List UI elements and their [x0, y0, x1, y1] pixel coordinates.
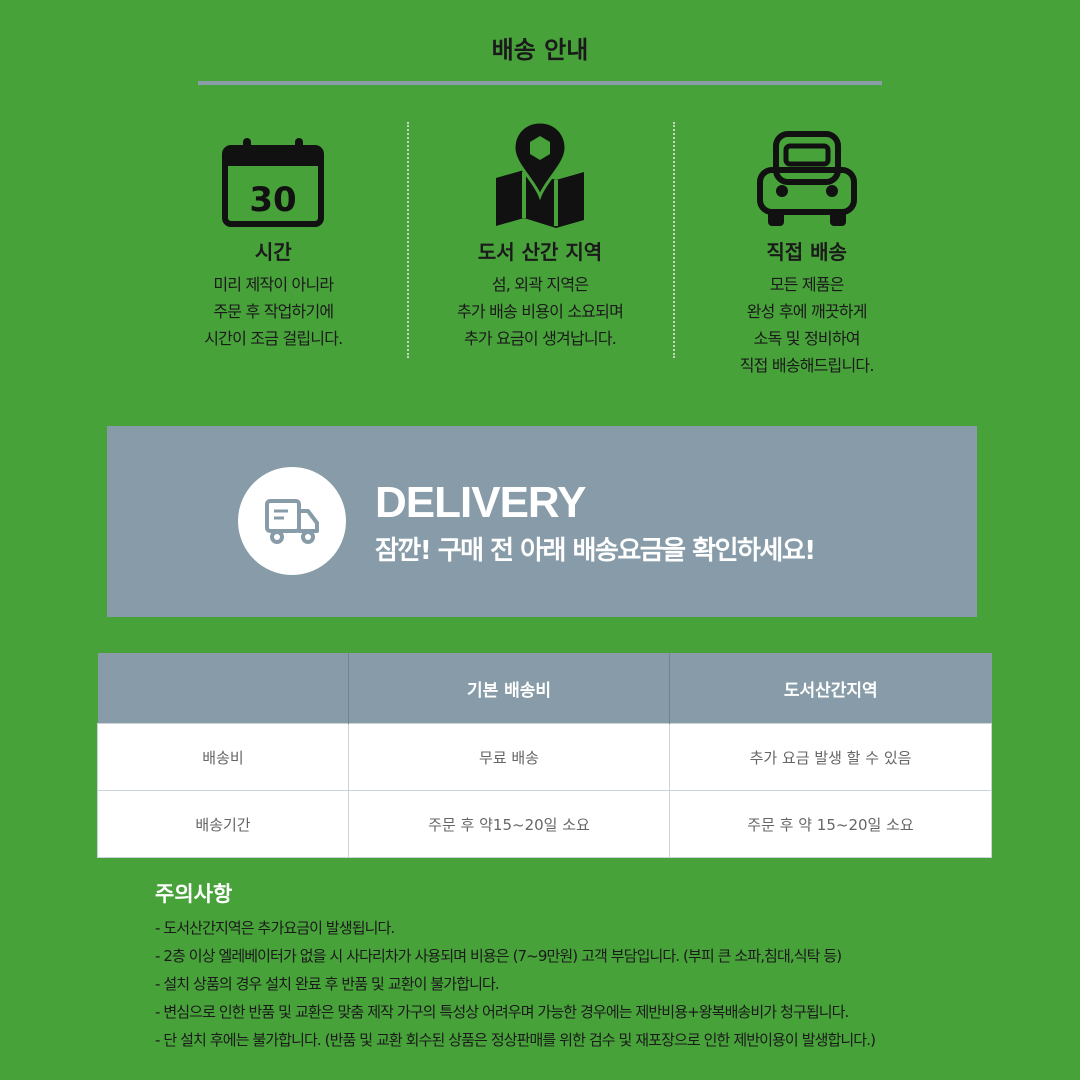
shipping-table: 기본 배송비 도서산간지역 배송비 무료 배송 추가 요금 발생 할 수 있음 …	[97, 653, 992, 858]
feature-remote-area-line: 추가 배송 비용이 소요되며	[457, 302, 624, 321]
feature-time-line: 미리 제작이 아니라	[213, 275, 334, 294]
table-cell: 배송기간	[97, 790, 349, 858]
calendar-day: 30	[250, 180, 297, 220]
title-divider	[198, 81, 882, 85]
table-header-row: 기본 배송비 도서산간지역	[97, 653, 992, 724]
note-item: - 설치 상품의 경우 설치 완료 후 반품 및 교환이 불가합니다.	[155, 975, 500, 993]
feature-time: 30 시간 미리 제작이 아니라 주문 후 작업하기에 시간이 조금 걸립니다.	[140, 110, 407, 390]
feature-remote-area-line: 추가 요금이 생겨납니다.	[463, 329, 617, 348]
note-item: - 도서산간지역은 추가요금이 발생됩니다.	[155, 919, 395, 937]
feature-direct-delivery-line: 소독 및 정비하여	[753, 329, 861, 348]
table-cell: 배송비	[97, 723, 349, 791]
feature-time-line: 시간이 조금 걸립니다.	[204, 329, 343, 348]
feature-time-title: 시간	[254, 240, 292, 264]
notes-title: 주의사항	[155, 882, 233, 906]
car-icon	[673, 110, 940, 228]
banner-subtitle: 잠깐! 구매 전 아래 배송요금을 확인하세요!	[375, 536, 816, 566]
feature-remote-area-line: 섬, 외곽 지역은	[491, 275, 589, 294]
feature-direct-delivery-line: 모든 제품은	[769, 275, 845, 294]
map-pin-icon	[407, 110, 674, 228]
table-cell: 주문 후 약15~20일 소요	[348, 790, 670, 858]
table-header-cell: 도서산간지역	[669, 653, 992, 724]
feature-direct-delivery-line: 직접 배송해드립니다.	[739, 356, 875, 375]
table-header-cell: 기본 배송비	[348, 653, 670, 724]
calendar-icon: 30	[140, 110, 407, 228]
note-item: - 변심으로 인한 반품 및 교환은 맞춤 제작 가구의 특성상 어려우며 가능…	[155, 1003, 849, 1021]
feature-direct-delivery-title: 직접 배송	[766, 240, 847, 264]
feature-list: 30 시간 미리 제작이 아니라 주문 후 작업하기에 시간이 조금 걸립니다.…	[140, 110, 940, 390]
table-row: 배송비 무료 배송 추가 요금 발생 할 수 있음	[97, 723, 992, 791]
banner-title: DELIVERY	[375, 478, 586, 527]
feature-direct-delivery-line: 완성 후에 깨끗하게	[746, 302, 868, 321]
table-cell: 무료 배송	[348, 723, 670, 791]
delivery-banner: DELIVERY 잠깐! 구매 전 아래 배송요금을 확인하세요!	[107, 426, 977, 617]
delivery-truck-icon	[265, 499, 319, 544]
table-cell: 주문 후 약 15~20일 소요	[669, 790, 992, 858]
delivery-badge	[238, 467, 346, 575]
table-cell: 추가 요금 발생 할 수 있음	[669, 723, 992, 791]
note-item: - 단 설치 후에는 불가합니다. (반품 및 교환 회수된 상품은 정상판매를…	[155, 1031, 876, 1049]
feature-direct-delivery: 직접 배송 모든 제품은 완성 후에 깨끗하게 소독 및 정비하여 직접 배송해…	[673, 110, 940, 390]
notes-section: 주의사항 - 도서산간지역은 추가요금이 발생됩니다. - 2층 이상 엘레베이…	[155, 878, 1055, 1054]
feature-remote-area: 도서 산간 지역 섬, 외곽 지역은 추가 배송 비용이 소요되며 추가 요금이…	[406, 110, 674, 390]
page-title: 배송 안내	[491, 36, 589, 64]
feature-time-line: 주문 후 작업하기에	[213, 302, 334, 321]
table-header-cell	[97, 653, 349, 724]
feature-remote-area-title: 도서 산간 지역	[477, 240, 603, 264]
note-item: - 2층 이상 엘레베이터가 없을 시 사다리차가 사용되며 비용은 (7~9만…	[155, 947, 842, 965]
table-row: 배송기간 주문 후 약15~20일 소요 주문 후 약 15~20일 소요	[97, 790, 992, 858]
